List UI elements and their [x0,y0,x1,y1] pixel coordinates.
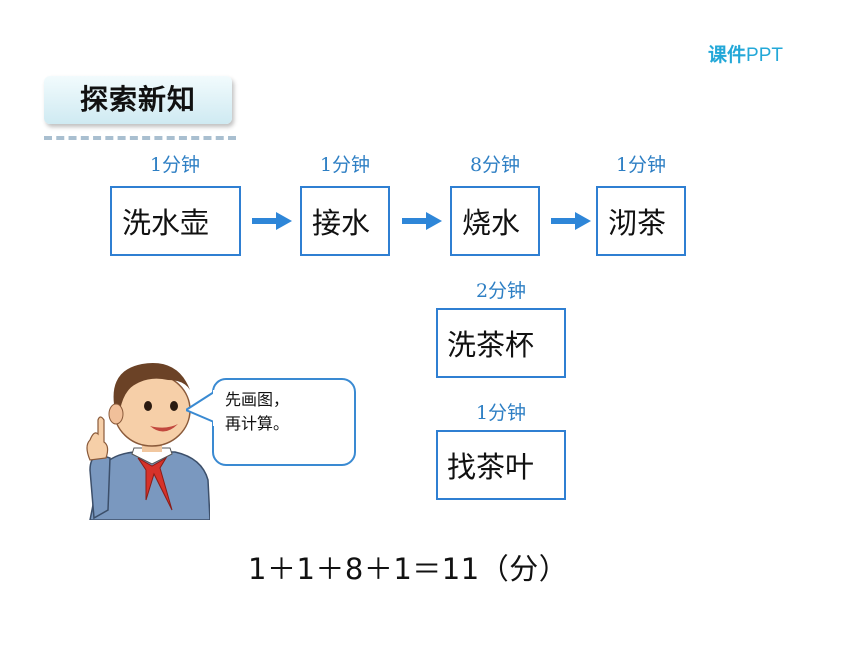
brand-bold: 课件 [708,45,747,66]
step4-time: 1分钟 [615,154,667,176]
step4-label: 沏茶 [608,206,667,240]
speech-line-2: 再计算。 [225,414,290,433]
speech-bubble-tail [186,390,218,426]
arrow-right-icon [551,212,591,230]
brand-normal: PPT [746,45,783,66]
brand-logo: 课件PPT [708,40,783,67]
step3-label: 烧水 [462,206,521,240]
step6-time: 1分钟 [475,402,527,424]
arrow-right-icon [252,212,292,230]
step2-label: 接水 [312,206,371,240]
step5-time: 2分钟 [475,280,527,302]
step6-label: 找茶叶 [447,450,535,484]
total-time-equation: 1＋1＋8＋1＝11（分） [248,552,569,586]
arrow-right-icon [402,212,442,230]
step2-time: 1分钟 [319,154,371,176]
step-box-fetch-water: 接水 [300,186,390,256]
step-box-boil-water: 烧水 [450,186,540,256]
step-box-make-tea: 沏茶 [596,186,686,256]
boy-illustration [86,363,210,520]
step1-time: 1分钟 [149,154,201,176]
step3-time: 8分钟 [469,154,521,176]
section-divider [44,136,236,140]
step1-label: 洗水壶 [122,206,210,240]
step-box-wash-cups: 洗茶杯 [436,308,566,378]
speech-line-1: 先画图， [225,390,290,409]
section-title-tab: 探索新知 [44,76,232,124]
speech-bubble [212,378,356,466]
step-box-wash-kettle: 洗水壶 [110,186,241,256]
step-box-find-tea-leaves: 找茶叶 [436,430,566,500]
step5-label: 洗茶杯 [447,328,535,362]
speech-text: 先画图， 再计算。 [225,388,345,436]
